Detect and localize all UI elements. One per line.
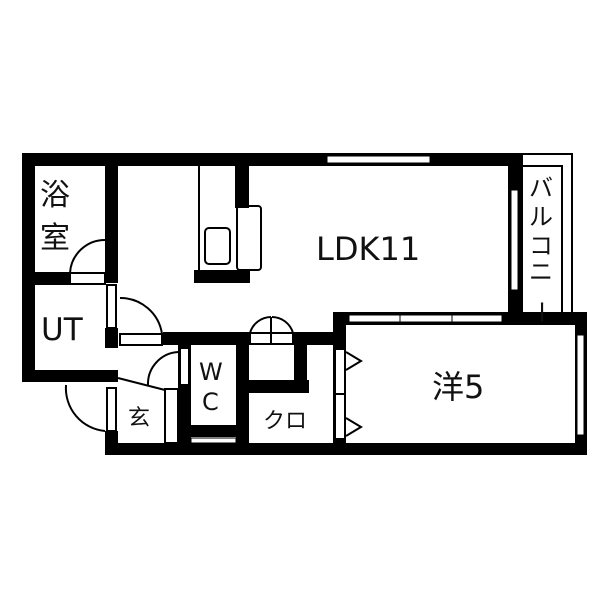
- room-label-balcony-3: コ: [529, 232, 553, 260]
- room-label-balcony-5: ー: [527, 300, 555, 324]
- room-label-balcony-2: ル: [529, 203, 553, 231]
- balcony-outline: [521, 153, 573, 315]
- room-label-balcony-1: バ: [529, 174, 553, 202]
- room-label-ldk: LDK11: [316, 230, 420, 268]
- doors: [64, 238, 363, 444]
- windows: [190, 155, 585, 444]
- room-label-toilet-1: W: [199, 358, 223, 386]
- kitchen-sink: [198, 166, 262, 271]
- room-label-closet: クロ: [263, 409, 307, 434]
- room-label-bath-1: 浴: [40, 178, 70, 213]
- room-label-utility: UT: [41, 312, 84, 348]
- room-label-balcony-4: ニ: [529, 258, 553, 286]
- room-label-bath-2: 室: [40, 221, 70, 256]
- room-label-toilet-2: C: [202, 388, 219, 416]
- room-label-western: 洋5: [432, 368, 484, 406]
- room-label-entrance: 玄: [128, 406, 150, 431]
